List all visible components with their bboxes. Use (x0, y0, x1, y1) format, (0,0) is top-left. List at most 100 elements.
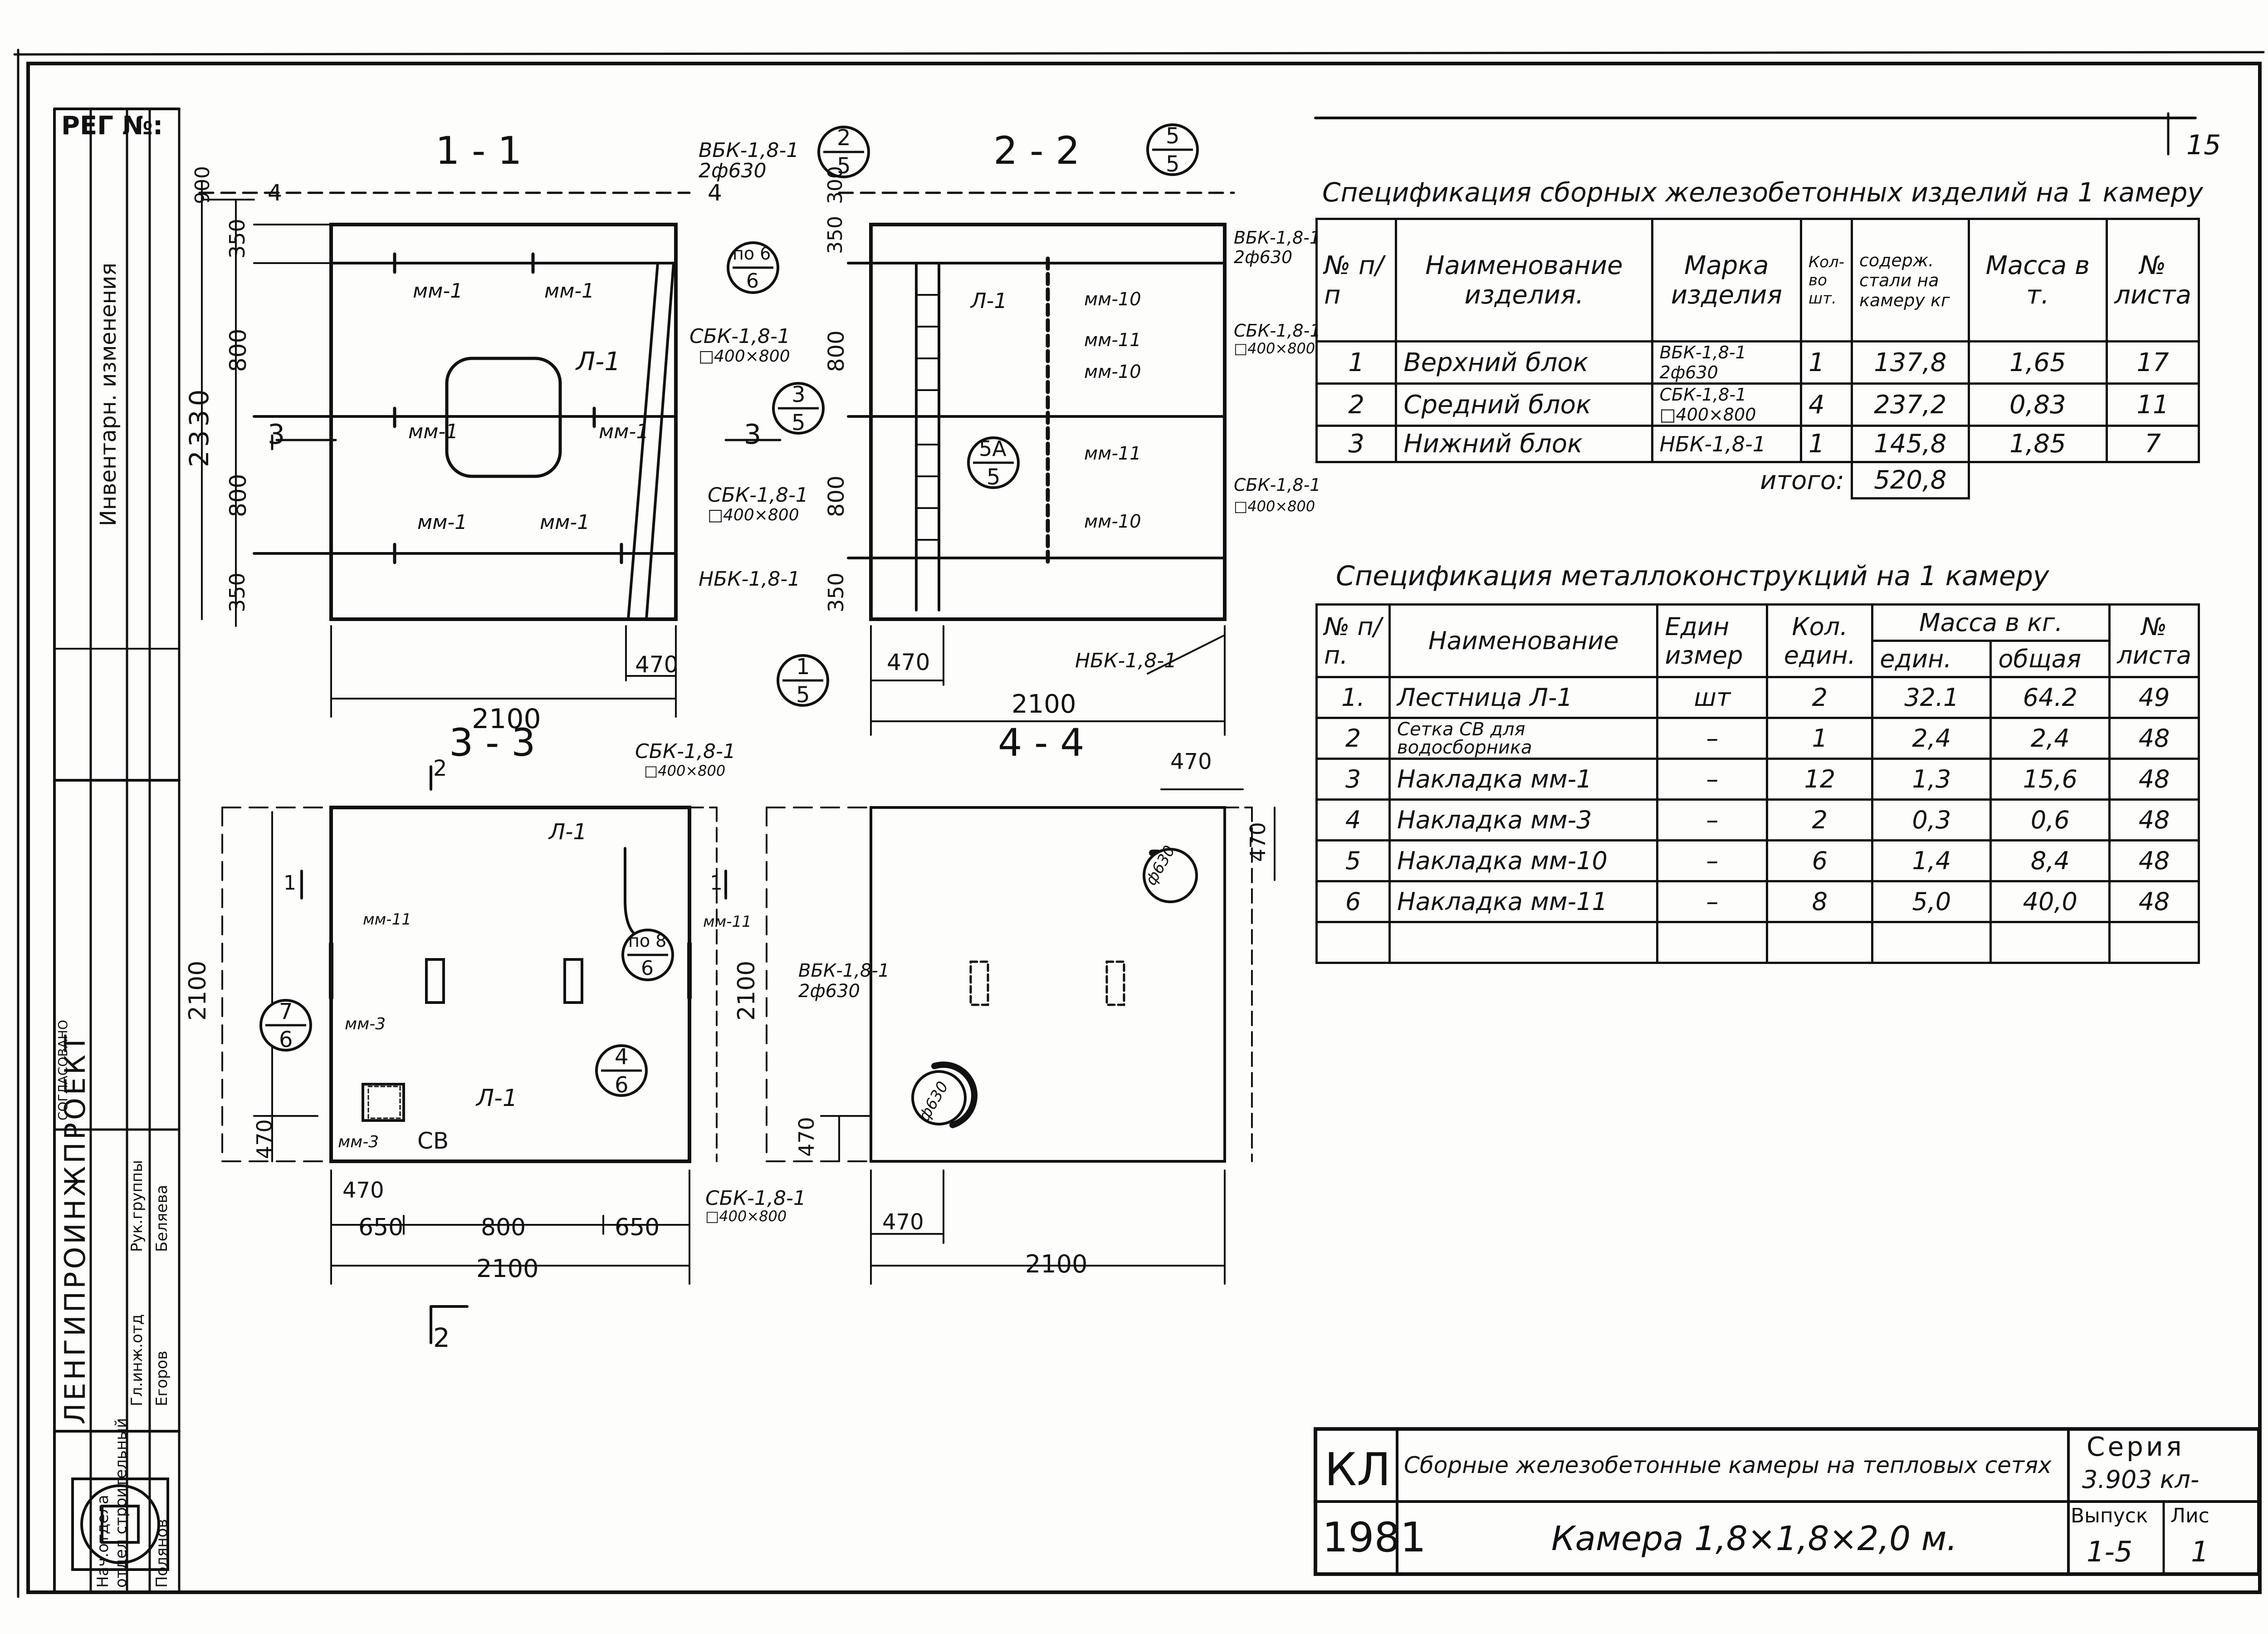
table-row: 4 Накладка мм-3 – 2 0,3 0,6 48 (1315, 798, 2200, 841)
stamp-sheet-label: Лис (2170, 1504, 2209, 1527)
table-cell: 0,3 (1871, 798, 1992, 841)
dim-2330: 2330 (184, 386, 215, 467)
callout-2-5-top: 2 (837, 125, 851, 151)
label-vbk-3: ВБК-1,8-1 (798, 960, 890, 981)
table-cell: 1,85 (1967, 425, 2108, 463)
label-sbk-2: СБК-1,8-1 (708, 484, 808, 507)
label-mm3-b: мм-3 (338, 1133, 379, 1151)
role-1: Гл.инж.отд (128, 1314, 146, 1406)
callout-5-5-top: 5 (1166, 123, 1180, 149)
name-1: Егоров (153, 1350, 171, 1406)
label-sbk-size-5: □400×800 (644, 762, 726, 779)
table-cell: Лестница Л-1 (1388, 676, 1659, 719)
table-cell: 1 (1800, 425, 1853, 463)
label-sbk-4: СБК-1,8-1 (1234, 475, 1321, 495)
stamp-title-1: Сборные железобетонные камеры на тепловы… (1404, 1452, 2052, 1478)
cut-mark-2b: 2 (433, 1322, 450, 1353)
label-mm10-c: мм-10 (1084, 511, 1141, 532)
spec1-h-qty: Кол-во шт. (1800, 218, 1853, 342)
callout-1-5-top: 1 (796, 654, 810, 680)
stamp-issue-label: Выпуск (2071, 1504, 2148, 1527)
table-row: 2 Средний блок СБК-1,8-1 □400×800 4 237,… (1315, 382, 2200, 427)
label-mm1-d: мм-1 (599, 420, 649, 443)
table-cell: 15,6 (1989, 758, 2111, 801)
callout-3-5-bottom: 5 (792, 410, 806, 435)
table-cell: 5,0 (1871, 880, 1992, 923)
spec1-table: № п/п Наименование изделия. Марка издели… (1315, 218, 2200, 499)
spec1-h-mark: Марка изделия (1651, 218, 1803, 342)
label-vbk-pipe: 2ф630 (699, 159, 767, 182)
callout-3-5-top: 3 (792, 382, 806, 407)
table-cell: – (1656, 717, 1769, 760)
table-cell: – (1656, 798, 1769, 841)
dim-650-b: 650 (615, 1214, 660, 1241)
label-vbk-pipe-3: 2ф630 (798, 981, 860, 1002)
agreed-label: СОГЛАСОВАНО (55, 1020, 70, 1120)
dim-800-d: 800 (824, 475, 849, 517)
table-cell: 2 (1315, 717, 1391, 760)
spec2-h-sheet: № листа (2108, 603, 2200, 678)
table-cell: 17 (2106, 340, 2200, 385)
dim-470-c: 470 (252, 1119, 277, 1159)
dim-900: 900 (191, 166, 214, 204)
dim-470-h: 470 (1246, 822, 1270, 862)
table-row: 1. Лестница Л-1 шт 2 32.1 64.2 49 (1315, 676, 2200, 719)
table-cell: 6 (1315, 880, 1391, 923)
spec2-h-total-mass: общая (1989, 640, 2111, 678)
spec1-h-sheet: № листа (2106, 218, 2200, 342)
stamp-code: КЛ (1325, 1443, 1391, 1496)
cut-mark-1a: 1 (284, 871, 296, 895)
table-cell: 145,8 (1850, 425, 1970, 463)
inner-frame (26, 62, 2262, 1594)
label-mm1-c: мм-1 (408, 420, 459, 443)
spec1-total-label: итого: (1760, 466, 1844, 496)
table-cell: 1 (1315, 340, 1398, 385)
table-row: 3 Нижний блок НБК-1,8-1 1 145,8 1,85 7 (1315, 425, 2200, 463)
table-cell: 48 (2108, 798, 2200, 841)
stamp-year: 1981 (1322, 1514, 1427, 1561)
label-mm11-b: мм-11 (1084, 443, 1141, 464)
spec2-h-qty: Кол. един. (1766, 603, 1874, 678)
spec1-h-mass: Масса в т. (1967, 218, 2108, 342)
label-l1-a: Л-1 (576, 347, 621, 377)
table-row: 3 Накладка мм-1 – 12 1,3 15,6 48 (1315, 758, 2200, 801)
table-cell: 1 (1800, 340, 1853, 385)
cut-mark-2a: 2 (433, 756, 447, 781)
dim-350-d: 350 (824, 572, 848, 612)
label-mm11-d: мм-11 (703, 913, 752, 931)
spec1-h-num: № п/п (1315, 218, 1398, 342)
label-sbk-size-3: □400×800 (1234, 340, 1315, 357)
cut-mark-3b: 3 (744, 419, 762, 450)
section-1-1-title: 1 - 1 (435, 128, 522, 173)
label-mm10-a: мм-10 (1084, 289, 1141, 310)
dim-470-b: 470 (887, 649, 930, 675)
dim-800-b: 800 (225, 474, 251, 517)
table-cell: 2,4 (1871, 717, 1992, 760)
label-sbk-size-6: □400×800 (705, 1208, 787, 1225)
table-cell: 8 (1766, 880, 1874, 923)
dim-800-a: 800 (225, 328, 251, 372)
label-sbk-3: СБК-1,8-1 (1234, 321, 1321, 341)
table-cell: 11 (2106, 382, 2200, 427)
table-row: 5 Накладка мм-10 – 6 1,4 8,4 48 (1315, 839, 2200, 882)
spec1-h-name: Наименование изделия. (1395, 218, 1653, 342)
section-2-2-title: 2 - 2 (993, 128, 1080, 173)
label-mm11-a: мм-11 (1084, 330, 1141, 351)
table-cell: 237,2 (1850, 382, 1970, 427)
label-mm11-c: мм-11 (363, 910, 411, 929)
spec2-table: № п/п. Наименование Един измер Кол. един… (1315, 603, 2200, 964)
label-mm1-b: мм-1 (544, 279, 595, 303)
label-vbk-2: ВБК-1,8-1 (1234, 228, 1321, 248)
dim-470-g: 470 (1170, 749, 1212, 774)
table-cell: 1 (1766, 717, 1874, 760)
label-sbk-size-2: □400×800 (708, 506, 799, 524)
inventory-label: Инвентарн. изменения (96, 262, 121, 526)
table-cell: 1,3 (1871, 758, 1992, 801)
spec2-h-mass: Масса в кг. (1871, 603, 2111, 642)
spec2-h-num: № п/п. (1315, 603, 1391, 678)
table-cell: 4 (1800, 382, 1853, 427)
section-4-4-title: 4 - 4 (998, 720, 1085, 765)
label-nbk-2: НБК-1,8-1 (1075, 649, 1177, 672)
